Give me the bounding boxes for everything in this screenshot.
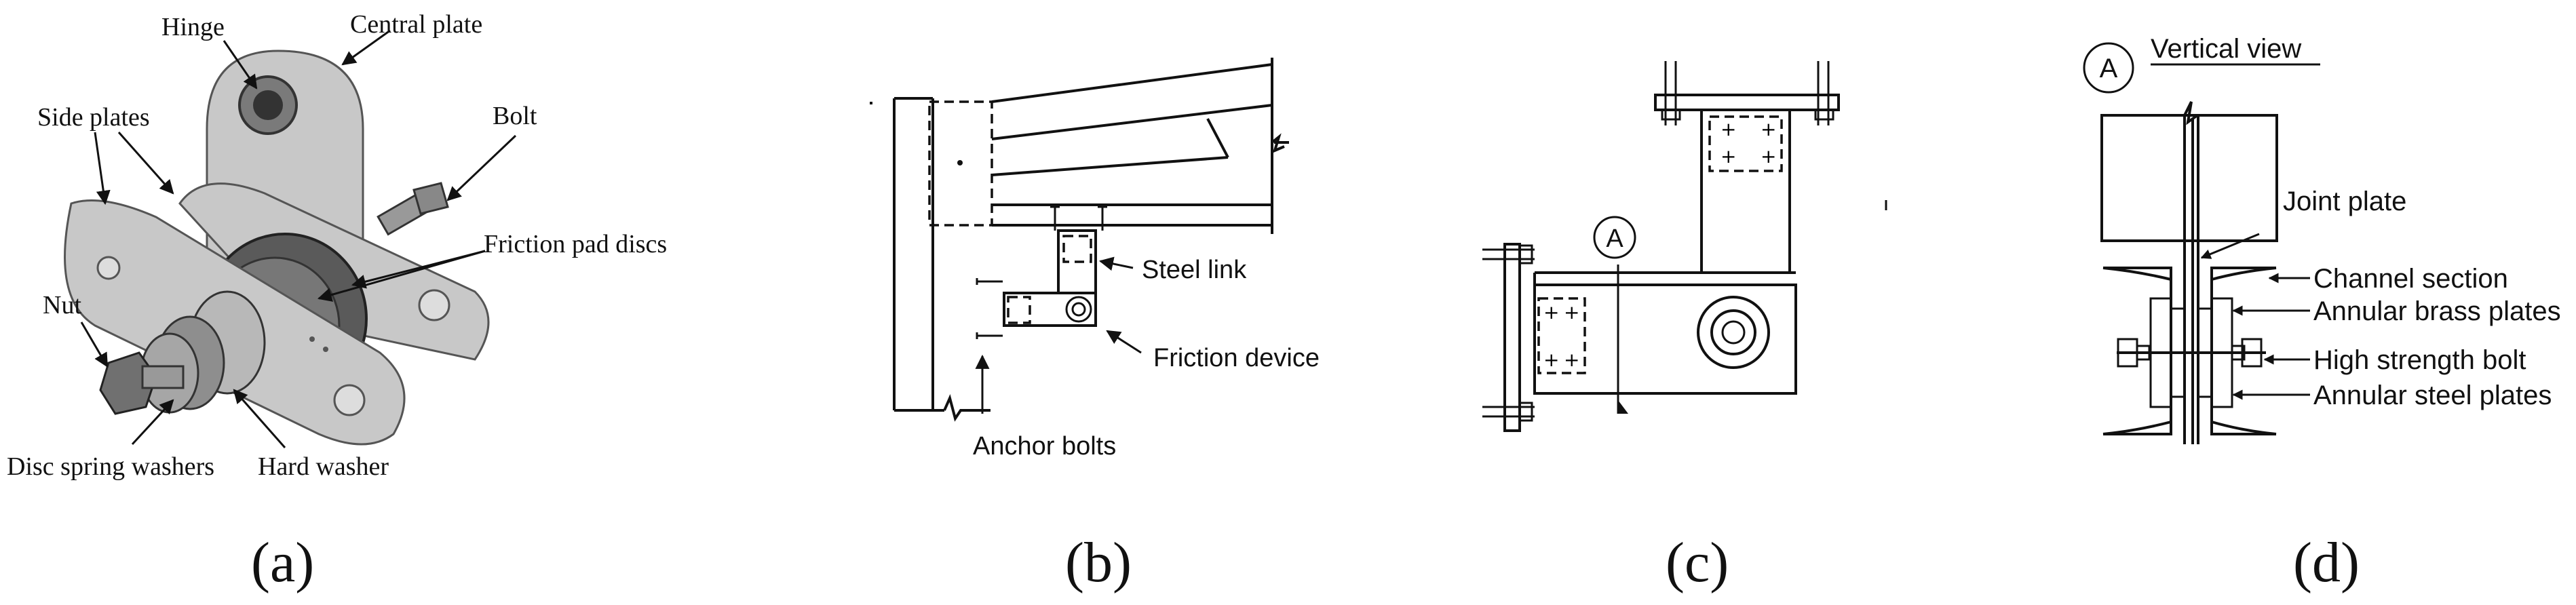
caption-c: (c) — [1666, 531, 1729, 594]
label-hinge: Hinge — [161, 13, 225, 41]
panel-c-drawing: + + + + + + + + — [1482, 61, 1887, 432]
svg-text:+: + — [1543, 301, 1559, 324]
label-annular-steel-plates: Annular steel plates — [2313, 380, 2552, 410]
label-central-plate: Central plate — [350, 10, 482, 39]
section-marker-label-d: A — [2100, 54, 2118, 83]
svg-text:+: + — [1761, 145, 1776, 168]
panel-b-arrows — [975, 256, 1142, 414]
svg-text:+: + — [1761, 118, 1776, 140]
section-marker-a-c: A — [1593, 216, 1636, 259]
panel-a-labels: Hinge Central plate Side plates Bolt Fri… — [7, 10, 667, 481]
panel-b-drawing — [870, 58, 1289, 422]
label-hard-washer: Hard washer — [258, 452, 389, 481]
panel-d-drawing — [2083, 42, 2320, 444]
label-nut: Nut — [43, 291, 81, 319]
caption-d: (d) — [2293, 531, 2360, 594]
caption-b: (b) — [1065, 531, 1132, 594]
panel-d-labels: A Vertical view Joint plate Channel sect… — [2100, 34, 2561, 410]
label-friction-pad-discs: Friction pad discs — [484, 230, 667, 258]
vertical-view-title: Vertical view — [2151, 34, 2301, 64]
svg-text:+: + — [1720, 118, 1736, 140]
svg-text:+: + — [1543, 349, 1559, 371]
svg-text:+: + — [1720, 145, 1736, 168]
panel-d-arrows — [2200, 233, 2310, 400]
panel-b-labels: Steel link Friction device Anchor bolts — [973, 256, 1320, 461]
panel-a-photo — [64, 50, 490, 446]
label-anchor-bolts: Anchor bolts — [973, 432, 1116, 461]
label-steel-link: Steel link — [1142, 256, 1247, 284]
label-high-strength-bolt: High strength bolt — [2313, 345, 2526, 375]
svg-text:+: + — [1564, 349, 1579, 371]
svg-text:+: + — [1564, 301, 1579, 324]
panel-a-arrows — [80, 29, 517, 448]
label-bolt: Bolt — [493, 102, 537, 130]
label-side-plates: Side plates — [37, 103, 150, 132]
label-channel-section: Channel section — [2313, 264, 2508, 294]
section-marker-label-c: A — [1606, 225, 1623, 253]
label-joint-plate: Joint plate — [2283, 187, 2406, 216]
label-disc-spring-washers: Disc spring washers — [7, 452, 214, 481]
label-annular-brass-plates: Annular brass plates — [2313, 296, 2561, 326]
label-friction-device: Friction device — [1153, 344, 1320, 372]
caption-a: (a) — [251, 531, 314, 594]
